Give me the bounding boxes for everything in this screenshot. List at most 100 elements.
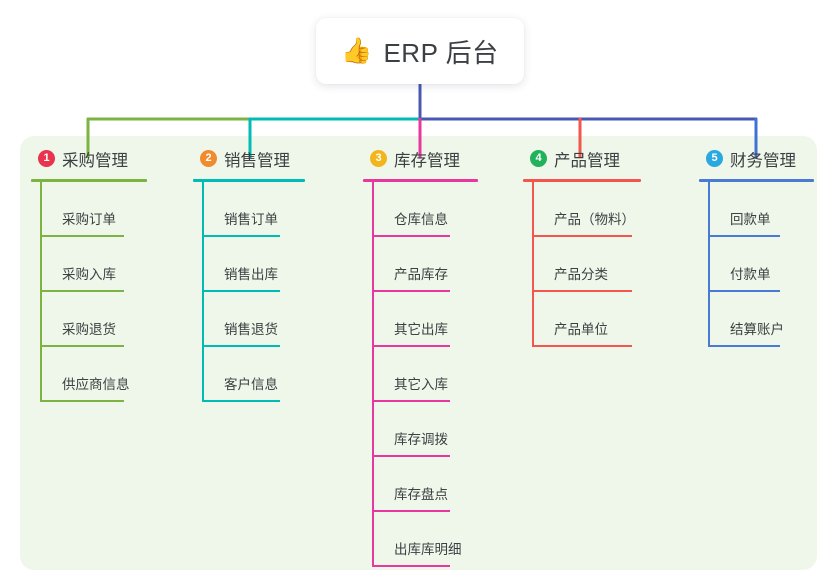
list-item-underline — [372, 290, 450, 292]
list-item-underline — [40, 290, 124, 292]
list-item-underline — [202, 400, 280, 402]
list-item-underline — [708, 290, 780, 292]
list-item-label: 其它出库 — [394, 322, 448, 337]
list-item[interactable]: 库存盘点 — [372, 457, 478, 512]
root-node-title: ERP 后台 — [383, 37, 499, 68]
list-item-underline — [202, 345, 280, 347]
list-item-underline — [372, 455, 450, 457]
list-item[interactable]: 销售出库 — [202, 237, 305, 292]
list-item-underline — [532, 290, 632, 292]
list-item-underline — [202, 290, 280, 292]
list-item[interactable]: 销售退货 — [202, 292, 305, 347]
column-items-4: 产品（物料） 产品分类产品单位 — [523, 182, 641, 347]
column-items-3: 仓库信息产品库存其它出库其它入库库存调拨库存盘点出库库明细 — [363, 182, 478, 567]
list-item-underline — [532, 345, 632, 347]
column-items-2: 销售订单销售出库销售退货客户信息 — [193, 182, 305, 402]
column-badge-2: 2 — [200, 150, 217, 167]
list-item-label: 回款单 — [730, 212, 771, 227]
list-item-underline — [372, 235, 450, 237]
column-badge-4: 4 — [530, 150, 547, 167]
list-item[interactable]: 采购退货 — [40, 292, 147, 347]
column-title-3: 库存管理 — [394, 151, 460, 170]
column-title-5: 财务管理 — [730, 151, 796, 170]
list-item-label: 出库库明细 — [394, 542, 462, 557]
column-badge-3: 3 — [370, 150, 387, 167]
list-item[interactable]: 产品库存 — [372, 237, 478, 292]
mindmap-panel — [20, 136, 817, 570]
list-item-label: 产品（物料） — [554, 212, 635, 227]
list-item-label: 供应商信息 — [62, 377, 130, 392]
column-库存管理: 3 库存管理仓库信息产品库存其它出库其它入库库存调拨库存盘点出库库明细 — [363, 146, 478, 567]
list-item[interactable]: 采购订单 — [40, 182, 147, 237]
list-item[interactable]: 产品单位 — [532, 292, 641, 347]
list-item[interactable]: 采购入库 — [40, 237, 147, 292]
list-item-underline — [40, 235, 124, 237]
column-采购管理: 1 采购管理采购订单采购入库采购退货供应商信息 — [31, 146, 147, 402]
column-header-5[interactable]: 5 财务管理 — [699, 146, 814, 171]
column-items-5: 回款单付款单结算账户 — [699, 182, 814, 347]
list-item-underline — [532, 235, 632, 237]
column-产品管理: 4 产品管理产品（物料） 产品分类产品单位 — [523, 146, 641, 347]
column-财务管理: 5 财务管理回款单付款单结算账户 — [699, 146, 814, 347]
list-item-label: 库存盘点 — [394, 487, 448, 502]
column-header-4[interactable]: 4 产品管理 — [523, 146, 641, 171]
column-trunk-3 — [372, 182, 374, 567]
root-node-card[interactable]: 👍 ERP 后台 — [316, 18, 524, 84]
list-item-label: 销售退货 — [224, 322, 278, 337]
list-item[interactable]: 产品分类 — [532, 237, 641, 292]
list-item-underline — [372, 510, 450, 512]
list-item-underline — [40, 400, 124, 402]
list-item-underline — [708, 345, 780, 347]
column-title-2: 销售管理 — [224, 151, 290, 170]
list-item[interactable]: 出库库明细 — [372, 512, 478, 567]
list-item-underline — [372, 565, 450, 567]
column-title-1: 采购管理 — [62, 151, 128, 170]
list-item-label: 结算账户 — [730, 322, 784, 337]
list-item[interactable]: 供应商信息 — [40, 347, 147, 402]
column-trunk-5 — [708, 182, 710, 347]
column-underline-1 — [31, 179, 147, 182]
column-header-1[interactable]: 1 采购管理 — [31, 146, 147, 171]
list-item-label: 其它入库 — [394, 377, 448, 392]
list-item-underline — [372, 345, 450, 347]
column-trunk-1 — [40, 182, 42, 402]
column-underline-3 — [363, 179, 478, 182]
list-item-label: 产品分类 — [554, 267, 608, 282]
list-item-underline — [40, 345, 124, 347]
list-item-underline — [708, 235, 780, 237]
list-item[interactable]: 付款单 — [708, 237, 814, 292]
list-item[interactable]: 库存调拨 — [372, 402, 478, 457]
column-underline-5 — [699, 179, 814, 182]
list-item-label: 产品库存 — [394, 267, 448, 282]
list-item-underline — [202, 235, 280, 237]
column-items-1: 采购订单采购入库采购退货供应商信息 — [31, 182, 147, 402]
list-item-label: 客户信息 — [224, 377, 278, 392]
column-trunk-4 — [532, 182, 534, 347]
list-item[interactable]: 销售订单 — [202, 182, 305, 237]
list-item[interactable]: 结算账户 — [708, 292, 814, 347]
list-item-label: 采购退货 — [62, 322, 116, 337]
column-badge-5: 5 — [706, 150, 723, 167]
column-header-2[interactable]: 2 销售管理 — [193, 146, 305, 171]
column-header-3[interactable]: 3 库存管理 — [363, 146, 478, 171]
list-item-label: 销售订单 — [224, 212, 278, 227]
list-item[interactable]: 其它入库 — [372, 347, 478, 402]
list-item-underline — [372, 400, 450, 402]
list-item[interactable]: 仓库信息 — [372, 182, 478, 237]
list-item-label: 采购订单 — [62, 212, 116, 227]
list-item[interactable]: 其它出库 — [372, 292, 478, 347]
list-item[interactable]: 产品（物料） — [532, 182, 641, 237]
list-item-label: 仓库信息 — [394, 212, 448, 227]
column-underline-4 — [523, 179, 641, 182]
list-item[interactable]: 客户信息 — [202, 347, 305, 402]
column-trunk-2 — [202, 182, 204, 402]
column-销售管理: 2 销售管理销售订单销售出库销售退货客户信息 — [193, 146, 305, 402]
column-badge-1: 1 — [38, 150, 55, 167]
list-item[interactable]: 回款单 — [708, 182, 814, 237]
list-item-label: 销售出库 — [224, 267, 278, 282]
root-node-content: 👍 ERP 后台 — [341, 33, 498, 70]
thumbs-up-icon: 👍 — [341, 36, 373, 65]
column-title-4: 产品管理 — [554, 151, 620, 170]
list-item-label: 库存调拨 — [394, 432, 448, 447]
